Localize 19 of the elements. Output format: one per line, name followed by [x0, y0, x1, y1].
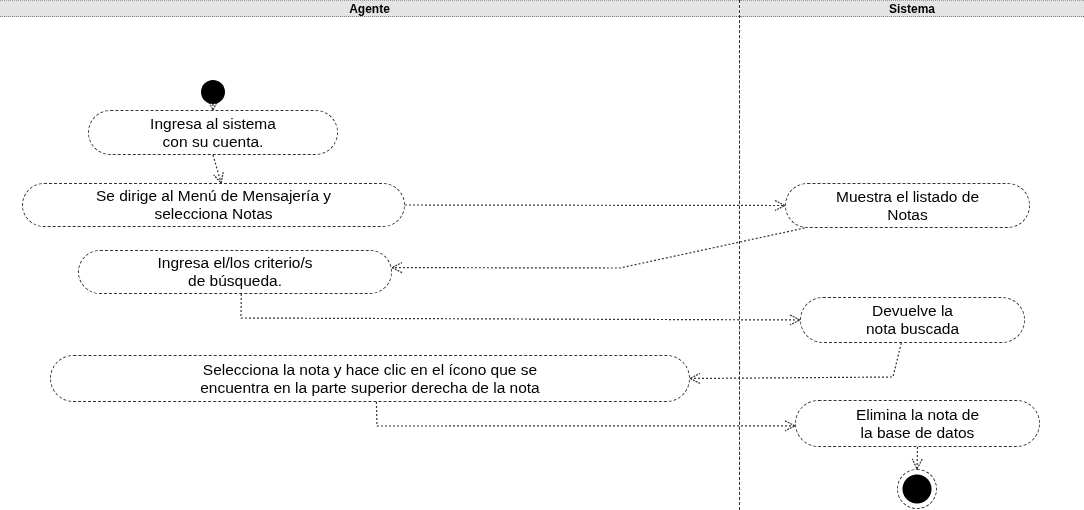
lane-header: Sistema: [740, 0, 1084, 17]
activity-label: Devuelve la nota buscada: [864, 302, 961, 338]
activity-label: Selecciona la nota y hace clic en el ícono que se encuentra en la parte superior derecha de la nota: [199, 360, 541, 397]
arrow: [689, 342, 902, 385]
arrow: [911, 446, 923, 470]
arrow: [391, 227, 806, 274]
arrow: [404, 199, 786, 212]
swimlane: [739, 0, 1084, 510]
arrow: [240, 293, 801, 326]
arrow: [375, 401, 796, 432]
activity-label: Muestra el listado de Notas: [835, 187, 980, 224]
start-node: [201, 80, 225, 104]
arrow: [212, 154, 224, 184]
lane-header: Agente: [0, 0, 739, 17]
activity-label: Elimina la nota de la base de datos: [854, 405, 981, 442]
activity-label: Ingresa el/los criterio/s de búsqueda.: [156, 254, 314, 290]
end-node: [897, 469, 937, 509]
activity-label: Ingresa al sistema con su cuenta.: [149, 114, 277, 151]
activity-label: Se dirige al Menú de Mensajería y selecciona Notas: [94, 187, 333, 223]
